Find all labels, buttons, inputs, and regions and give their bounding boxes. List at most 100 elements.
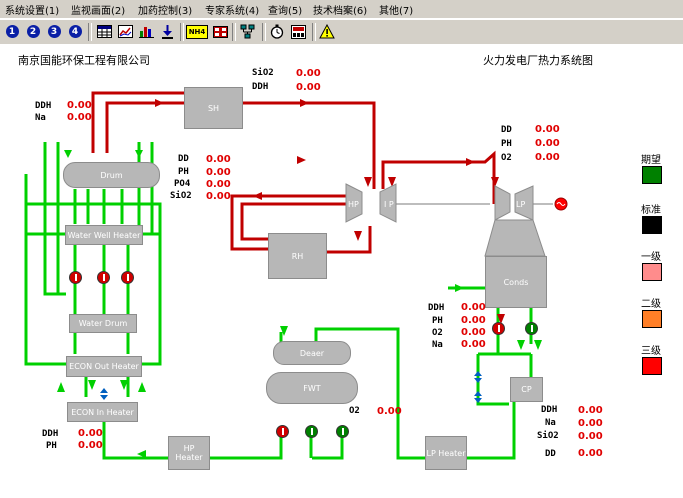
lp-steam-ph-label: PH <box>501 139 512 149</box>
menu-bar: 系统设置(1) 监视画面(2) 加药控制(3) 专家系统(4) 查询(5) 技术… <box>0 0 683 19</box>
feedwater-tank-fwt[interactable]: FWT <box>266 372 358 404</box>
lp-steam-ph-value: 0.00 <box>535 138 560 149</box>
fwt-o2-value: 0.00 <box>377 406 402 417</box>
menu-expert-system[interactable]: 专家系统(4) <box>205 6 260 17</box>
cp-dd-label: DD <box>545 449 556 459</box>
drum-water-sio2-label: SiO2 <box>170 191 192 201</box>
drum-water-sio2-value: 0.00 <box>206 191 231 202</box>
bar-chart-button[interactable] <box>137 23 155 40</box>
legend-level2-swatch <box>642 310 662 328</box>
menu-other[interactable]: 其他(7) <box>379 6 414 17</box>
cp-dd-value: 0.00 <box>578 448 603 459</box>
screen-4-label: 4 <box>68 25 82 38</box>
alarm-board-icon <box>212 25 228 38</box>
ip-turbine-label: I P <box>384 200 394 209</box>
water-drum-valve-1[interactable] <box>69 271 82 284</box>
warning-button[interactable] <box>318 23 336 40</box>
dosing-pump-button[interactable] <box>158 23 176 40</box>
condensate-valve-1[interactable] <box>492 322 505 335</box>
network-button[interactable] <box>238 23 256 40</box>
water-well-heater[interactable]: Water Well Heater <box>65 225 143 245</box>
cond-out-ph-value: 0.00 <box>461 315 486 326</box>
counter-button[interactable] <box>289 23 307 40</box>
pipeline-layer <box>24 91 568 460</box>
legend-level1-swatch <box>642 263 662 281</box>
table-icon <box>96 25 112 38</box>
water-drum[interactable]: Water Drum <box>69 314 137 333</box>
drum-ddh-label: DDH <box>35 101 52 111</box>
alarm-board-button[interactable] <box>211 23 229 40</box>
diagram-title: 火力发电厂热力系统图 <box>483 54 593 67</box>
counter-icon <box>290 24 306 39</box>
legend-level3-swatch <box>642 357 662 375</box>
drum-water-ph-value: 0.00 <box>206 167 231 178</box>
menu-system-settings[interactable]: 系统设置(1) <box>5 6 60 17</box>
deaerator[interactable]: Deaer <box>273 341 351 365</box>
water-drum-valve-2[interactable] <box>97 271 110 284</box>
cond-out-o2-value: 0.00 <box>461 327 486 338</box>
sh-ddh-value: 0.00 <box>296 82 321 93</box>
fwt-valve-3[interactable] <box>336 425 349 438</box>
legend-standard-label: 标准 <box>641 205 661 216</box>
condenser-neck <box>484 219 546 257</box>
fwt-o2-label: O2 <box>349 406 360 416</box>
check-valve-markers <box>100 371 482 403</box>
water-drum-valve-3[interactable] <box>121 271 134 284</box>
toolbar-separator <box>262 23 266 41</box>
menu-technical-archive[interactable]: 技术档案(6) <box>313 6 368 17</box>
timer-icon <box>270 24 284 39</box>
ip-turbine-shape <box>379 183 397 223</box>
cond-out-ddh-value: 0.00 <box>461 302 486 313</box>
fwt-valve-1[interactable] <box>276 425 289 438</box>
lp-heater[interactable]: LP Heater <box>425 436 467 470</box>
reheater-rh[interactable]: RH <box>268 233 327 279</box>
timer-button[interactable] <box>268 23 286 40</box>
network-icon <box>240 24 254 39</box>
drum-na-label: Na <box>35 113 46 123</box>
screen-2-button[interactable]: 2 <box>24 23 42 40</box>
fwt-valve-2[interactable] <box>305 425 318 438</box>
superheater-sh[interactable]: SH <box>184 87 243 129</box>
lp-steam-dd-value: 0.00 <box>535 124 560 135</box>
menu-dosing-control[interactable]: 加药控制(3) <box>138 6 193 17</box>
drum-water-ph-label: PH <box>178 167 189 177</box>
toolbar: 1 2 3 4 NH4 <box>0 19 683 45</box>
econ-in-heater[interactable]: ECON In Heater <box>67 402 138 422</box>
menu-monitor-screen[interactable]: 监视画面(2) <box>71 6 126 17</box>
cond-out-na-value: 0.00 <box>461 339 486 350</box>
menu-query[interactable]: 查询(5) <box>268 6 303 17</box>
generator-wave <box>556 202 566 206</box>
condensate-pump-cp[interactable]: CP <box>510 377 543 402</box>
screen-1-button[interactable]: 1 <box>3 23 21 40</box>
hp-heater[interactable]: HP Heater <box>168 436 210 470</box>
boiler-drum[interactable]: Drum <box>63 162 160 188</box>
drum-water-dd-label: DD <box>178 154 189 164</box>
nh4-button[interactable]: NH4 <box>186 23 208 40</box>
legend-expected-swatch <box>642 166 662 184</box>
toolbar-separator <box>312 23 316 41</box>
toolbar-separator <box>88 23 92 41</box>
legend-standard-swatch <box>642 216 662 234</box>
legend-level3-label: 三级 <box>641 346 661 357</box>
warning-icon <box>319 24 335 39</box>
screen-3-label: 3 <box>47 25 61 38</box>
drum-na-value: 0.00 <box>67 112 92 123</box>
drum-water-po4-label: PO4 <box>174 179 191 189</box>
legend-level2-label: 二级 <box>641 299 661 310</box>
screen-2-label: 2 <box>26 25 40 38</box>
econ-out-heater[interactable]: ECON Out Heater <box>66 356 142 377</box>
screen-4-button[interactable]: 4 <box>66 23 84 40</box>
legend-level1-label: 一级 <box>641 252 661 263</box>
legend-expected-label: 期望 <box>641 155 661 166</box>
feedwater-ddh-value: 0.00 <box>78 428 103 439</box>
feedwater-ddh-label: DDH <box>42 429 59 439</box>
condenser-conds[interactable]: Conds <box>485 256 547 308</box>
drum-ddh-value: 0.00 <box>67 100 92 111</box>
cp-sio2-label: SiO2 <box>537 431 559 441</box>
screen-3-button[interactable]: 3 <box>45 23 63 40</box>
table-button[interactable] <box>95 23 113 40</box>
cond-out-ddh-label: DDH <box>428 303 445 313</box>
trend-chart-button[interactable] <box>116 23 134 40</box>
feedwater-ph-label: PH <box>46 441 57 451</box>
condensate-valve-2[interactable] <box>525 322 538 335</box>
